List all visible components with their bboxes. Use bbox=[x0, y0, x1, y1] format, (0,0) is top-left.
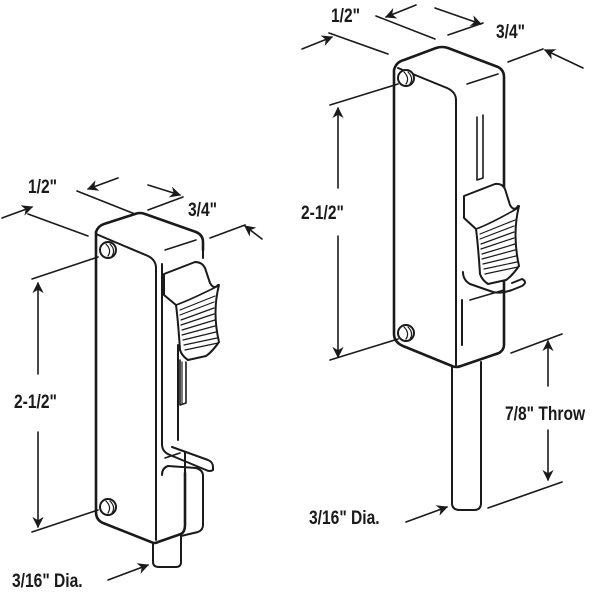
right-latch bbox=[392, 45, 526, 511]
left-height-label: 2-1/2" bbox=[14, 392, 57, 413]
right-depth-label: 3/4" bbox=[496, 22, 526, 43]
right-height-label: 2-1/2" bbox=[301, 203, 344, 224]
left-dimensions bbox=[1, 177, 263, 581]
right-bolt-pin bbox=[451, 361, 482, 511]
left-width-label: 1/2" bbox=[28, 177, 58, 198]
right-thumb-knob bbox=[463, 182, 520, 285]
right-dimensions bbox=[301, 4, 584, 523]
left-bolt-diameter-label: 3/16" Dia. bbox=[12, 571, 83, 592]
right-body bbox=[392, 45, 526, 369]
left-thumb-knob bbox=[163, 261, 220, 361]
left-depth-label: 3/4" bbox=[188, 200, 218, 221]
left-bolt-pin bbox=[152, 534, 182, 568]
right-width-label: 1/2" bbox=[331, 6, 361, 27]
left-latch bbox=[94, 211, 220, 568]
left-body bbox=[94, 211, 214, 545]
right-bolt-diameter-label: 3/16" Dia. bbox=[309, 508, 380, 529]
right-throw-label: 7/8" Throw bbox=[505, 404, 586, 425]
